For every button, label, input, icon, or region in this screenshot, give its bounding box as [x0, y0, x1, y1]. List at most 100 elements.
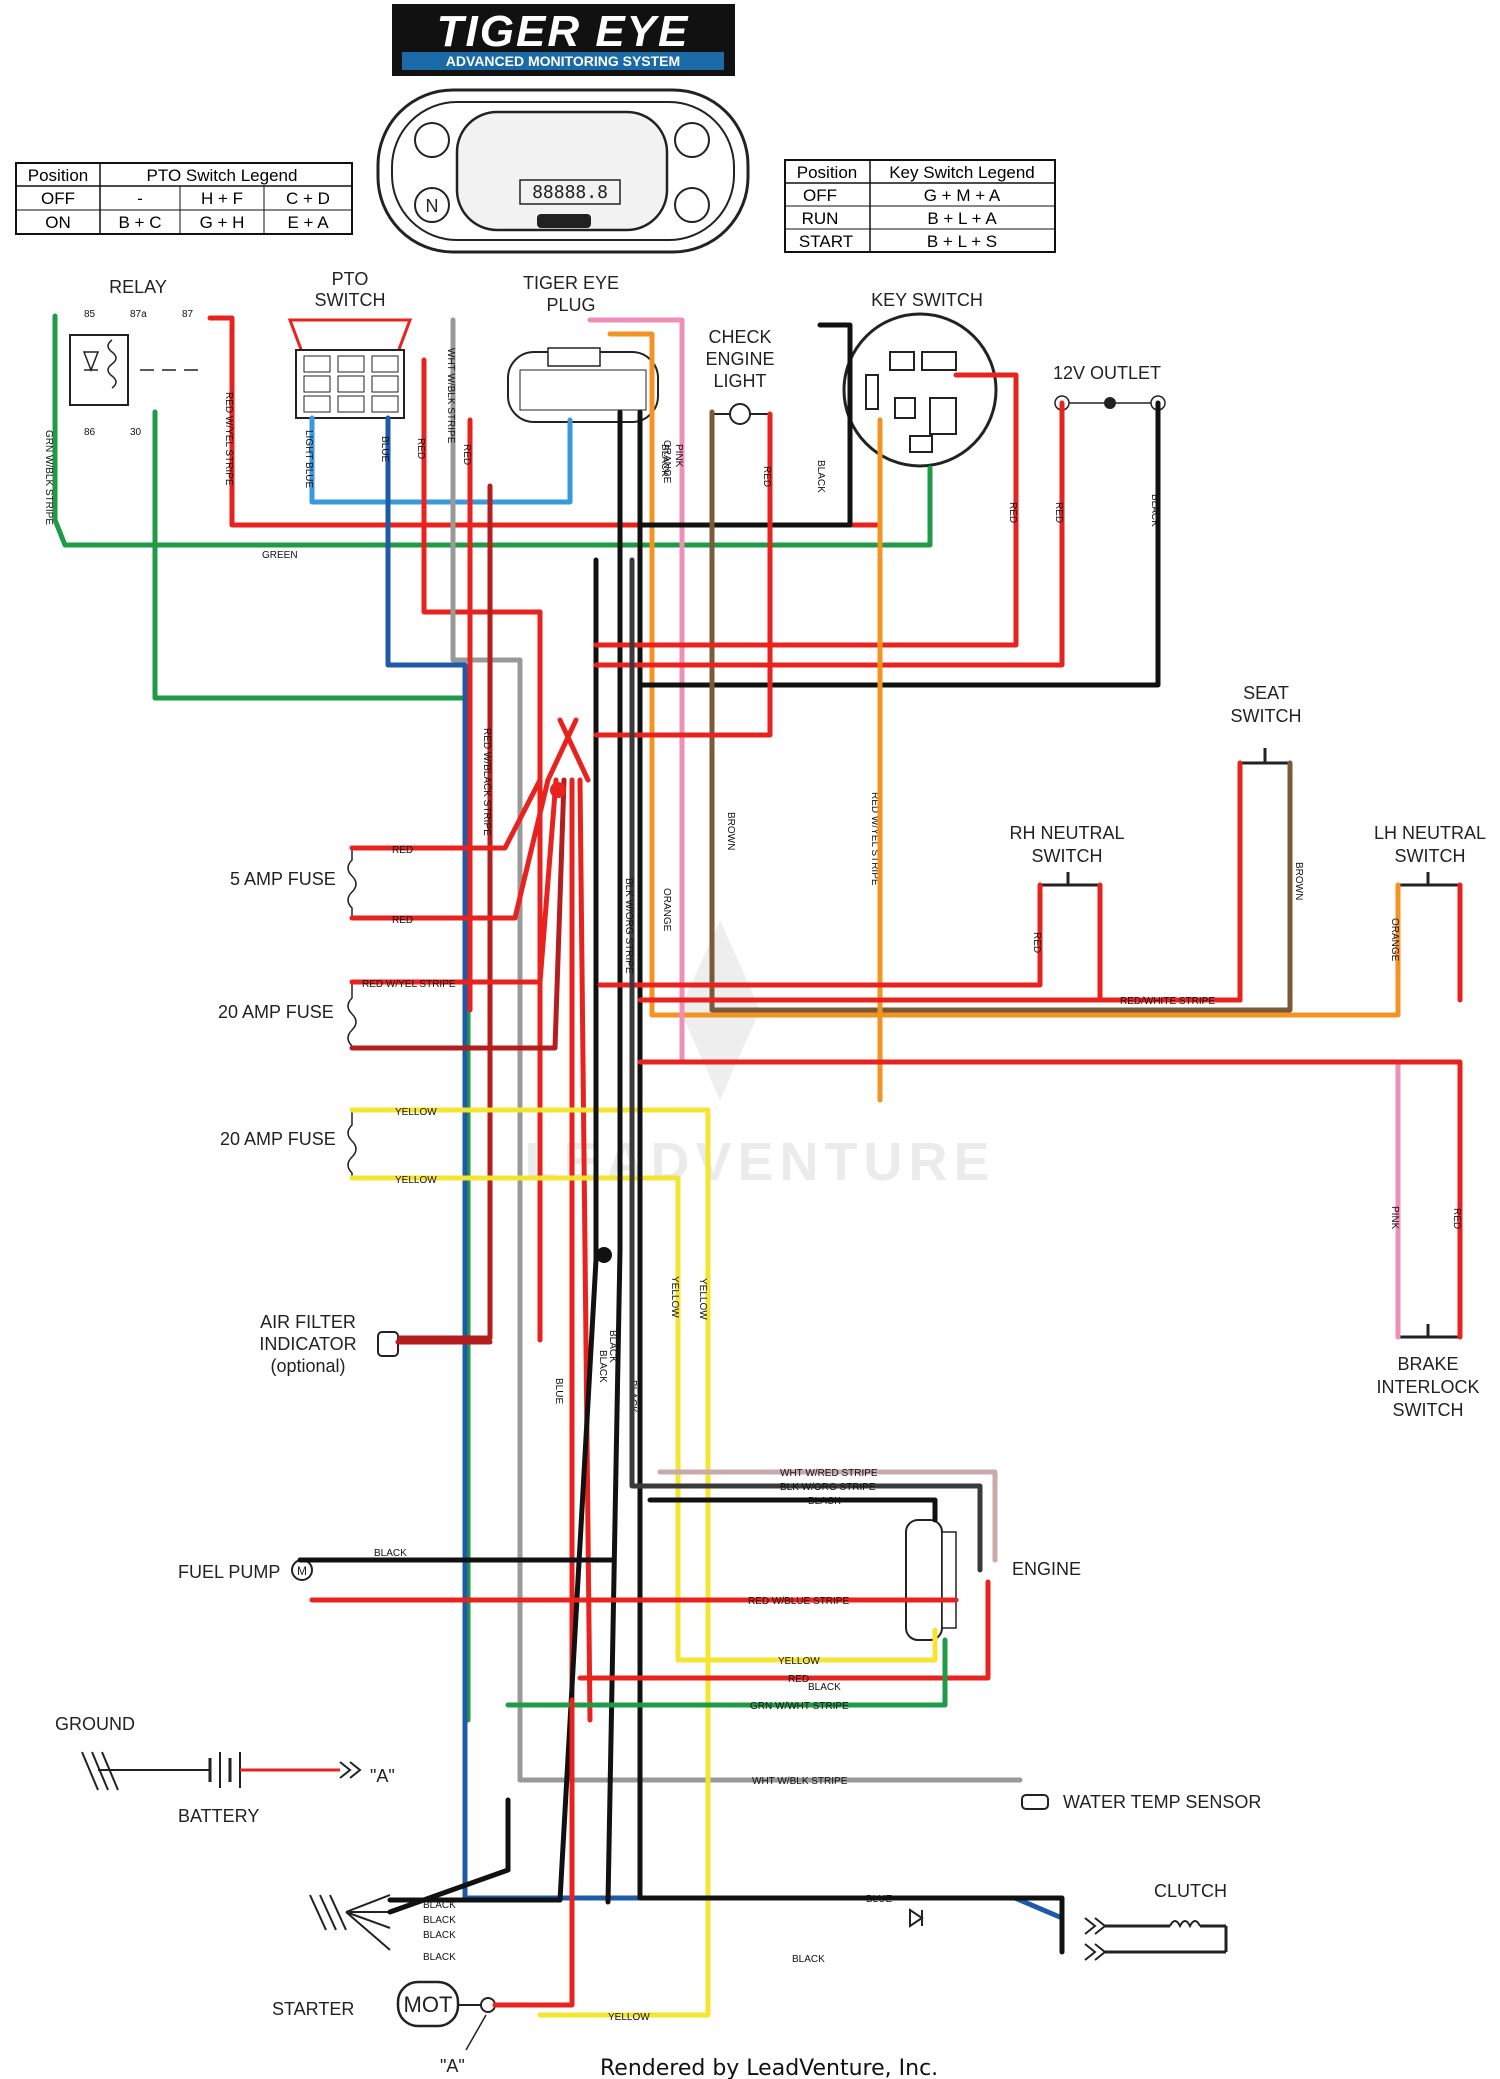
svg-text:BLACK: BLACK: [607, 1330, 618, 1363]
wire-light-blue: [309, 415, 573, 505]
svg-text:MOT: MOT: [404, 1992, 453, 2017]
air-filter-label-1: AIR FILTER: [260, 1312, 356, 1332]
clutch: [909, 1908, 1228, 1961]
svg-text:BLACK: BLACK: [808, 1682, 841, 1693]
svg-text:RED/WHITE STRIPE: RED/WHITE STRIPE: [1120, 996, 1215, 1007]
fuel-pump-label: FUEL PUMP: [178, 1562, 280, 1582]
starter-motor: MOT: [396, 1980, 496, 2051]
wire-black: [297, 322, 1161, 1955]
ground-label: GROUND: [55, 1714, 135, 1734]
rh-neutral-label-1: RH NEUTRAL: [1009, 823, 1124, 843]
svg-text:BLACK: BLACK: [374, 1548, 407, 1559]
air-filter-indicator: [377, 1331, 399, 1357]
svg-text:BLACK: BLACK: [1149, 494, 1160, 527]
water-temp-sensor: [1021, 1794, 1049, 1810]
svg-text:ORANGE: ORANGE: [661, 440, 672, 484]
svg-text:-: -: [137, 189, 143, 208]
brake-label-3: SWITCH: [1393, 1400, 1464, 1420]
svg-text:H + F: H + F: [201, 189, 243, 208]
svg-text:BLACK: BLACK: [423, 1930, 456, 1941]
svg-text:B + C: B + C: [119, 213, 162, 232]
svg-text:G + H: G + H: [200, 213, 245, 232]
svg-text:RED W/YEL STRIPE: RED W/YEL STRIPE: [223, 392, 234, 486]
svg-text:LIGHT BLUE: LIGHT BLUE: [303, 430, 314, 488]
tiger-plug-label-2: PLUG: [546, 295, 595, 315]
lh-neutral-switch: [1398, 872, 1460, 887]
fuse20b-label: 20 AMP FUSE: [220, 1129, 336, 1149]
svg-text:87a: 87a: [130, 309, 147, 320]
fuses: [347, 848, 357, 1178]
clutch-label: CLUTCH: [1154, 1881, 1227, 1901]
svg-text:BLACK: BLACK: [808, 1496, 841, 1507]
lh-neutral-label-2: SWITCH: [1395, 846, 1466, 866]
relay-label: RELAY: [109, 277, 167, 297]
fuse20a-label: 20 AMP FUSE: [218, 1002, 334, 1022]
pto-switch: [287, 318, 413, 419]
svg-text:C + D: C + D: [286, 189, 330, 208]
brake-switch: [1398, 1324, 1460, 1339]
svg-text:BLACK: BLACK: [423, 1915, 456, 1926]
svg-text:87: 87: [182, 309, 194, 320]
svg-text:RED: RED: [1053, 502, 1064, 523]
display-button-bl-icon: [414, 187, 450, 223]
wire-wht-blk: [450, 317, 1023, 1783]
pto-header-legend: PTO Switch Legend: [147, 166, 298, 185]
wire-red-starter: [492, 1697, 575, 2008]
display-button-br-icon: [674, 187, 710, 223]
wire-red-blk: [397, 483, 493, 1341]
logo-title: TIGER EYE: [437, 7, 690, 56]
svg-text:RED: RED: [1007, 502, 1018, 523]
svg-text:YELLOW: YELLOW: [608, 2012, 650, 2023]
seat-switch-label-2: SWITCH: [1231, 706, 1302, 726]
wire-blue: [385, 415, 1065, 1921]
key-switch-label: KEY SWITCH: [871, 290, 983, 310]
pto-legend-table: Position PTO Switch Legend OFF - H + F C…: [15, 162, 353, 235]
svg-text:GREEN: GREEN: [262, 550, 298, 561]
svg-text:OFF: OFF: [41, 189, 75, 208]
svg-text:BROWN: BROWN: [725, 812, 736, 850]
fuel-pump: M: [291, 1559, 313, 1581]
fuse5-label: 5 AMP FUSE: [230, 869, 336, 889]
pto-header-position: Position: [28, 166, 88, 185]
logo: TIGER EYE ADVANCED MONITORING SYSTEM: [392, 4, 735, 76]
wire-blk-org: [629, 557, 983, 1573]
svg-text:Key Switch Legend: Key Switch Legend: [889, 163, 1035, 182]
svg-text:RED: RED: [392, 915, 413, 926]
seat-switch-label-1: SEAT: [1243, 683, 1289, 703]
svg-text:Position: Position: [797, 163, 857, 182]
rh-neutral-switch: [1040, 872, 1100, 887]
svg-text:RUN: RUN: [802, 209, 839, 228]
watermark-text: LEADVENTURE: [524, 1132, 995, 1192]
svg-text:BLACK: BLACK: [423, 1900, 456, 1911]
svg-text:YELLOW: YELLOW: [395, 1107, 437, 1118]
outlet-label: 12V OUTLET: [1053, 363, 1161, 383]
svg-text:RED: RED: [392, 845, 413, 856]
key-switch: [842, 312, 998, 468]
svg-text:RED W/BLACK STRIPE: RED W/BLACK STRIPE: [481, 728, 492, 836]
svg-text:RED W/YEL STRIPE: RED W/YEL STRIPE: [869, 792, 880, 886]
svg-text:YELLOW: YELLOW: [778, 1656, 820, 1667]
svg-text:ORANGE: ORANGE: [661, 888, 672, 932]
wire-wht-red: [657, 1469, 998, 1563]
water-temp-label: WATER TEMP SENSOR: [1063, 1792, 1261, 1812]
lh-neutral-label-1: LH NEUTRAL: [1374, 823, 1486, 843]
pto-switch-label-1: PTO: [332, 269, 369, 289]
wire-grn-wht: [505, 1637, 948, 1708]
ground-battery: [81, 1751, 362, 1791]
check-engine-label-3: LIGHT: [713, 371, 766, 391]
engine-connector: [905, 1519, 957, 1641]
svg-text:BLACK: BLACK: [659, 444, 670, 477]
check-engine-label-2: ENGINE: [705, 349, 774, 369]
engine-label: ENGINE: [1012, 1559, 1081, 1579]
svg-text:BROWN: BROWN: [1293, 862, 1304, 900]
starter-label: STARTER: [272, 1999, 354, 2019]
svg-text:BLK W/ORG STRIPE: BLK W/ORG STRIPE: [623, 878, 634, 974]
svg-text:RED: RED: [415, 438, 426, 459]
check-engine-label-1: CHECK: [708, 327, 771, 347]
battery-label: BATTERY: [178, 1806, 259, 1826]
pto-switch-label-2: SWITCH: [315, 290, 386, 310]
brake-label-1: BRAKE: [1397, 1354, 1458, 1374]
wire-red-engine: [577, 1579, 991, 1681]
svg-text:86: 86: [84, 427, 96, 438]
svg-text:BLACK: BLACK: [597, 1350, 608, 1383]
